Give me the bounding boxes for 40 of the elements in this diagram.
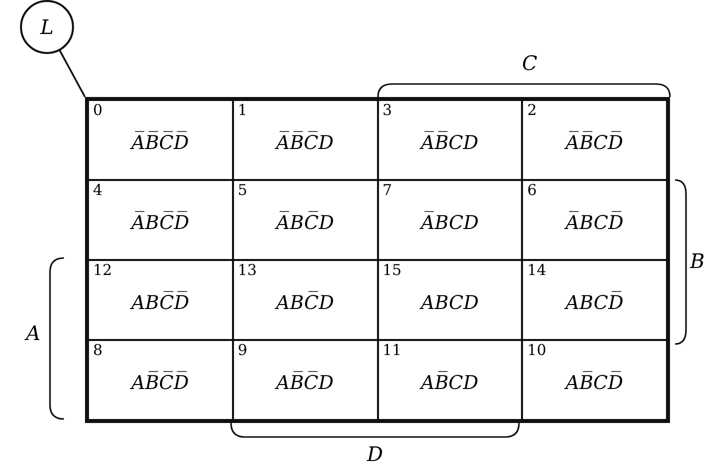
output-variable: L: [40, 15, 54, 39]
minterm: A̅B̅C̅D̅: [131, 131, 189, 155]
minterm: A̅BC̅D̅: [131, 211, 190, 235]
variable-label: C: [522, 52, 538, 74]
cell-index: 1: [238, 102, 248, 118]
variable-label: D: [367, 443, 384, 465]
cell-index: 7: [382, 182, 392, 198]
cell-index: 0: [93, 102, 103, 118]
minterm: AB̅CD̅: [566, 371, 624, 395]
cell-index: 6: [527, 182, 537, 198]
cell-index: 5: [238, 182, 248, 198]
cell-index: 14: [527, 262, 546, 278]
cell-index: 15: [382, 262, 402, 278]
minterm: A̅BCD: [420, 211, 479, 235]
minterm: A̅BC̅D: [276, 211, 334, 235]
minterm: A̅B̅C̅D: [276, 131, 334, 155]
cell-index: 11: [382, 342, 402, 358]
minterm: ABC̅D: [276, 291, 334, 315]
cell-index: 2: [527, 102, 537, 118]
cell-index: 3: [382, 102, 392, 118]
minterm: A̅BCD̅: [566, 211, 624, 235]
minterm: AB̅C̅D̅: [131, 371, 189, 395]
cell-index: 8: [93, 342, 103, 358]
cell-index: 9: [238, 342, 248, 358]
variable-label: A: [26, 322, 40, 344]
minterm: A̅B̅CD: [420, 131, 478, 155]
minterm: A̅B̅CD̅: [566, 131, 624, 155]
cell-index: 12: [93, 262, 112, 278]
minterm: ABCD̅: [566, 291, 624, 315]
variable-label: B: [690, 250, 705, 272]
minterm: AB̅CD: [420, 371, 478, 395]
minterm: AB̅C̅D: [276, 371, 334, 395]
leader-line: [59, 50, 86, 98]
cell-index: 4: [93, 182, 103, 198]
karnaugh-map-grid: [85, 97, 670, 423]
minterm: ABC̅D̅: [131, 291, 190, 315]
variable-circle: [20, 0, 74, 54]
cell-index: 10: [527, 342, 546, 358]
cell-index: 13: [238, 262, 257, 278]
minterm: ABCD: [420, 291, 479, 315]
